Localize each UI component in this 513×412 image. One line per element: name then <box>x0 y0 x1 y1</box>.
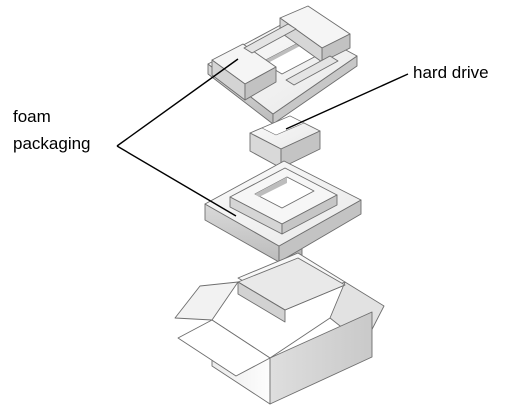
hard-drive-label: hard drive <box>413 63 489 82</box>
foam-bottom-leader <box>116 145 237 217</box>
foam-packaging-label-line1: foam <box>13 107 51 126</box>
top-foam-packaging <box>207 5 358 125</box>
hard-drive-leader <box>285 73 409 130</box>
hard-drive-unit <box>249 115 321 169</box>
foam-packaging-label-line2: packaging <box>13 134 91 153</box>
bottom-foam-packaging <box>204 160 362 263</box>
open-cardboard-box <box>174 252 385 405</box>
leader-lines <box>116 58 409 217</box>
foam-top-leader <box>116 58 239 147</box>
